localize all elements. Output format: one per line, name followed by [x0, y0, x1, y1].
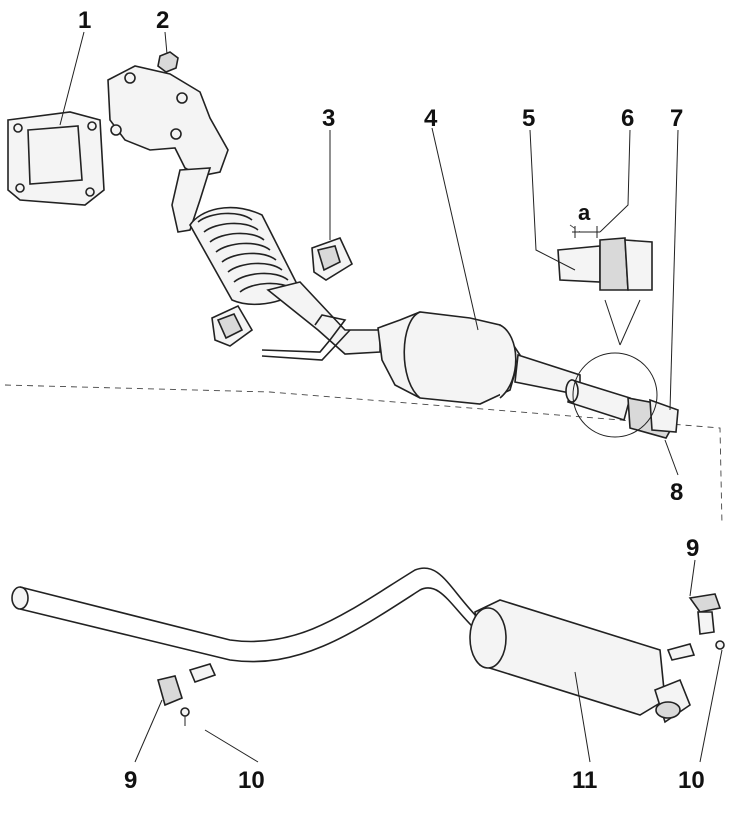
- hanger-right: [666, 593, 725, 661]
- rear-pipe: [11, 567, 481, 663]
- front-pipe: [107, 65, 381, 361]
- leader-lines: [59, 31, 723, 763]
- nut-part-2: [157, 51, 179, 73]
- gasket-part-1: [7, 111, 105, 206]
- callout-a: a: [578, 200, 591, 225]
- callout-9-right: 9: [686, 535, 699, 562]
- clamp-inset-detail: [557, 226, 653, 346]
- callout-11: 11: [572, 767, 597, 794]
- dashed-guides: [4, 224, 723, 526]
- callout-labels: 1 2 3 4 5 6 7 8 9 9 10 10 11 a: [78, 7, 705, 794]
- rear-silencer-part-11: [469, 599, 691, 724]
- rubber-mount-left: [211, 304, 254, 347]
- callout-1: 1: [78, 7, 91, 34]
- callout-2: 2: [156, 7, 169, 34]
- callout-5: 5: [522, 105, 535, 132]
- catalytic-converter-part-4: [377, 311, 581, 405]
- callout-10-right: 10: [678, 767, 705, 794]
- rubber-mount-part-3: [311, 237, 354, 281]
- flex-bellows: [197, 212, 295, 293]
- callout-8: 8: [670, 479, 683, 506]
- callout-6: 6: [621, 105, 634, 132]
- callout-4: 4: [424, 105, 438, 132]
- callout-10-left: 10: [238, 767, 265, 794]
- hanger-left: [157, 663, 217, 726]
- clamp-detail: [565, 352, 679, 439]
- callout-7: 7: [670, 105, 683, 132]
- callout-9-left: 9: [124, 767, 137, 794]
- callout-3: 3: [322, 105, 335, 132]
